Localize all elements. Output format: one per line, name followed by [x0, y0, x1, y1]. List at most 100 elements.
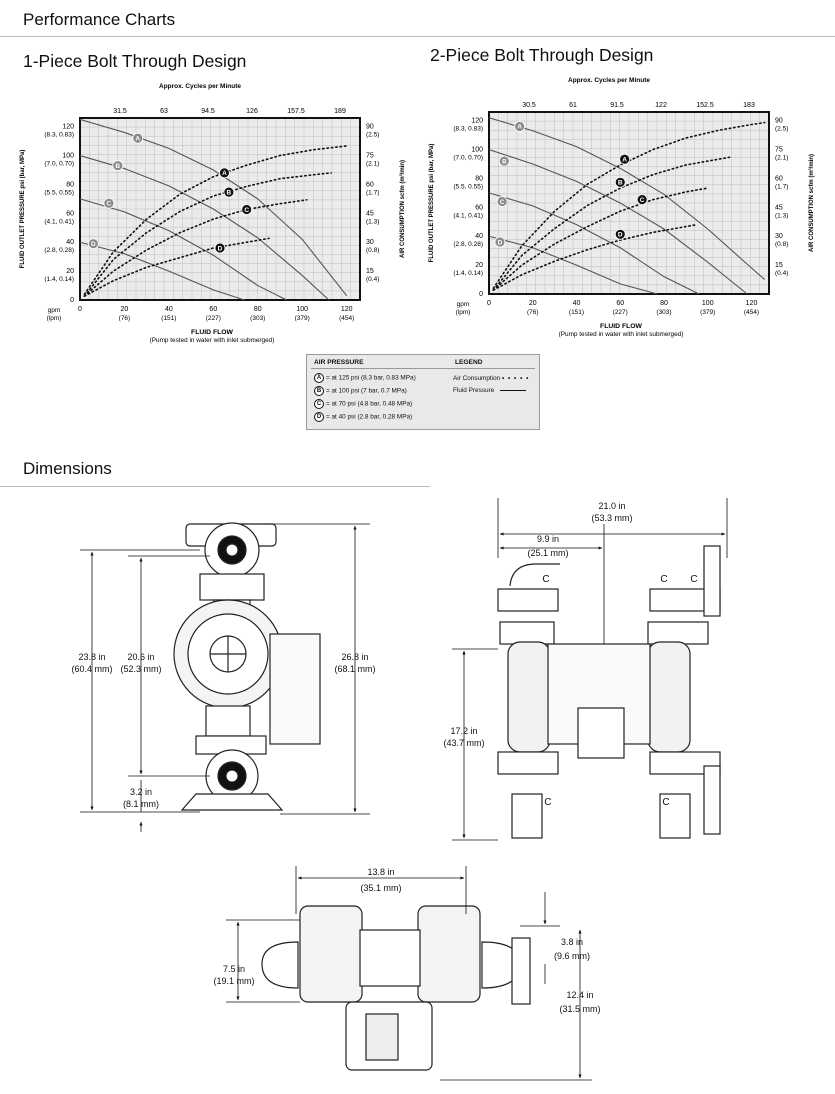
top-depth-mm: (19.1 mm) [213, 976, 254, 986]
legend-row-a-text: = at 125 psi (8.3 bar, 0.83 MPa) [326, 374, 416, 382]
top-view-dimension-lines [226, 866, 592, 1081]
top-tick-label: 63 [160, 108, 168, 115]
x-axis-label: FLUID FLOW [191, 329, 233, 336]
right-tick-sublabel: (2.1) [775, 155, 788, 162]
air-curve-c [83, 199, 308, 297]
legend-row-c-text: = at 70 psi (4.8 bar, 0.48 MPa) [326, 400, 413, 408]
front-height-in: 26.8 in [341, 652, 368, 662]
right-axis-label: AIR CONSUMPTION scfm (m³/min) [399, 160, 406, 258]
top-tick-label: 31.5 [113, 108, 127, 115]
right-tick-label: 60 [366, 181, 374, 188]
bottom-tick-label: 120 [341, 306, 353, 313]
right-tick-label: 60 [775, 175, 783, 182]
curve-marker-label: A [222, 170, 227, 177]
curve-marker-label: B [502, 158, 507, 165]
top-tick-label: 61 [569, 102, 577, 109]
left-axis-label: FLUID OUTLET PRESSURE psi (bar, MPa) [20, 150, 26, 269]
side-c-label-left: C [542, 574, 549, 585]
left-tick-label: 0 [479, 291, 483, 298]
x-unit-primary: gpm [457, 301, 470, 308]
left-tick-sublabel: (1.4, 0.14) [453, 270, 483, 277]
bottom-tick-sublabel: (76) [119, 315, 131, 322]
left-tick-sublabel: (7.0, 0.70) [453, 155, 483, 162]
curve-marker-c [636, 194, 648, 206]
bottom-tick-sublabel: (151) [569, 309, 584, 316]
bottom-tick-sublabel: (151) [161, 315, 176, 322]
front-base-mm: (8.1 mm) [123, 799, 159, 809]
curve-marker-label: A [622, 156, 627, 163]
right-tick-label: 75 [775, 147, 783, 154]
left-tick-label: 20 [475, 262, 483, 269]
left-tick-label: 0 [70, 297, 74, 304]
curve-marker-label: C [107, 201, 112, 208]
curve-marker-c [103, 197, 115, 209]
curve-marker-d [494, 236, 506, 248]
right-tick-label: 90 [775, 118, 783, 125]
top-port-mm: (9.6 mm) [554, 951, 590, 961]
left-tick-label: 80 [66, 181, 74, 188]
left-tick-sublabel: (5.5, 0.55) [453, 183, 483, 190]
bottom-tick-label: 20 [121, 306, 129, 313]
right-tick-label: 90 [366, 124, 374, 131]
fluid-curve-a [79, 118, 348, 297]
side-offset-mm: (25.1 mm) [527, 548, 568, 558]
side-c-label-mid: C [660, 574, 667, 585]
bottom-tick-sublabel: (76) [527, 309, 539, 316]
front-ports-mm: (52.3 mm) [120, 664, 161, 674]
fluid-curve-c [488, 192, 700, 295]
right-tick-sublabel: (0.8) [775, 241, 788, 248]
curve-marker-label: C [640, 197, 645, 204]
right-tick-sublabel: (1.7) [366, 189, 379, 196]
air-curve-b [492, 156, 731, 291]
left-tick-sublabel: (1.4, 0.14) [44, 276, 74, 283]
side-offset-in: 9.9 in [537, 534, 559, 544]
fluid-curve-d [79, 241, 245, 301]
curve-marker-label: B [227, 189, 232, 196]
air-curve-d [492, 223, 698, 291]
curve-marker-d [614, 228, 626, 240]
top-tick-label: 152.5 [696, 102, 714, 109]
right-tick-label: 75 [366, 153, 374, 160]
side-height-in: 17.2 in [450, 726, 477, 736]
air-curve-a [492, 121, 766, 290]
curve-marker-b [614, 176, 626, 188]
left-tick-label: 80 [475, 175, 483, 182]
legend-air-consumption: Air Consumption • • • • • [453, 375, 529, 382]
right-tick-label: 30 [775, 233, 783, 240]
curve-marker-b [112, 160, 124, 172]
x-unit-primary: gpm [48, 307, 61, 314]
marker-b-icon: B [314, 386, 324, 396]
plot-frame [79, 117, 361, 301]
front-overall-mm: (60.4 mm) [71, 664, 112, 674]
left-tick-sublabel: (8.3, 0.83) [453, 126, 483, 133]
legend-fluid-pressure: Fluid Pressure [453, 387, 526, 394]
air-pressure-header: AIR PRESSURE [314, 359, 364, 366]
fluid-curve-c [79, 198, 287, 301]
bottom-tick-sublabel: (379) [700, 309, 715, 316]
curve-marker-d [214, 242, 226, 254]
bottom-tick-label: 80 [254, 306, 262, 313]
front-ports-in: 20.6 in [127, 652, 154, 662]
legend-row-b: B= at 100 psi (7 bar, 0.7 MPa) [314, 386, 407, 396]
right-tick-sublabel: (0.4) [775, 270, 788, 277]
right-axis-label: AIR CONSUMPTION scfm (m³/min) [808, 154, 815, 252]
right-tick-label: 45 [366, 210, 374, 217]
top-tick-label: 30.5 [522, 102, 536, 109]
right-tick-sublabel: (2.1) [366, 161, 379, 168]
right-tick-label: 15 [366, 268, 374, 275]
curve-marker-label: C [500, 199, 505, 206]
left-tick-label: 20 [66, 268, 74, 275]
bottom-tick-label: 0 [78, 306, 82, 313]
x-unit-secondary: (lpm) [47, 315, 62, 322]
right-tick-sublabel: (1.3) [366, 218, 379, 225]
left-tick-sublabel: (8.3, 0.83) [44, 132, 74, 139]
top-depth-in: 7.5 in [223, 964, 245, 974]
right-tick-label: 45 [775, 204, 783, 211]
right-tick-label: 30 [366, 239, 374, 246]
bottom-tick-label: 80 [660, 300, 668, 307]
legend-air-consumption-text: Air Consumption [453, 375, 501, 382]
top-overall-in: 12.4 in [566, 990, 593, 1000]
curve-marker-b [223, 186, 235, 198]
air-curve-c [492, 187, 709, 291]
